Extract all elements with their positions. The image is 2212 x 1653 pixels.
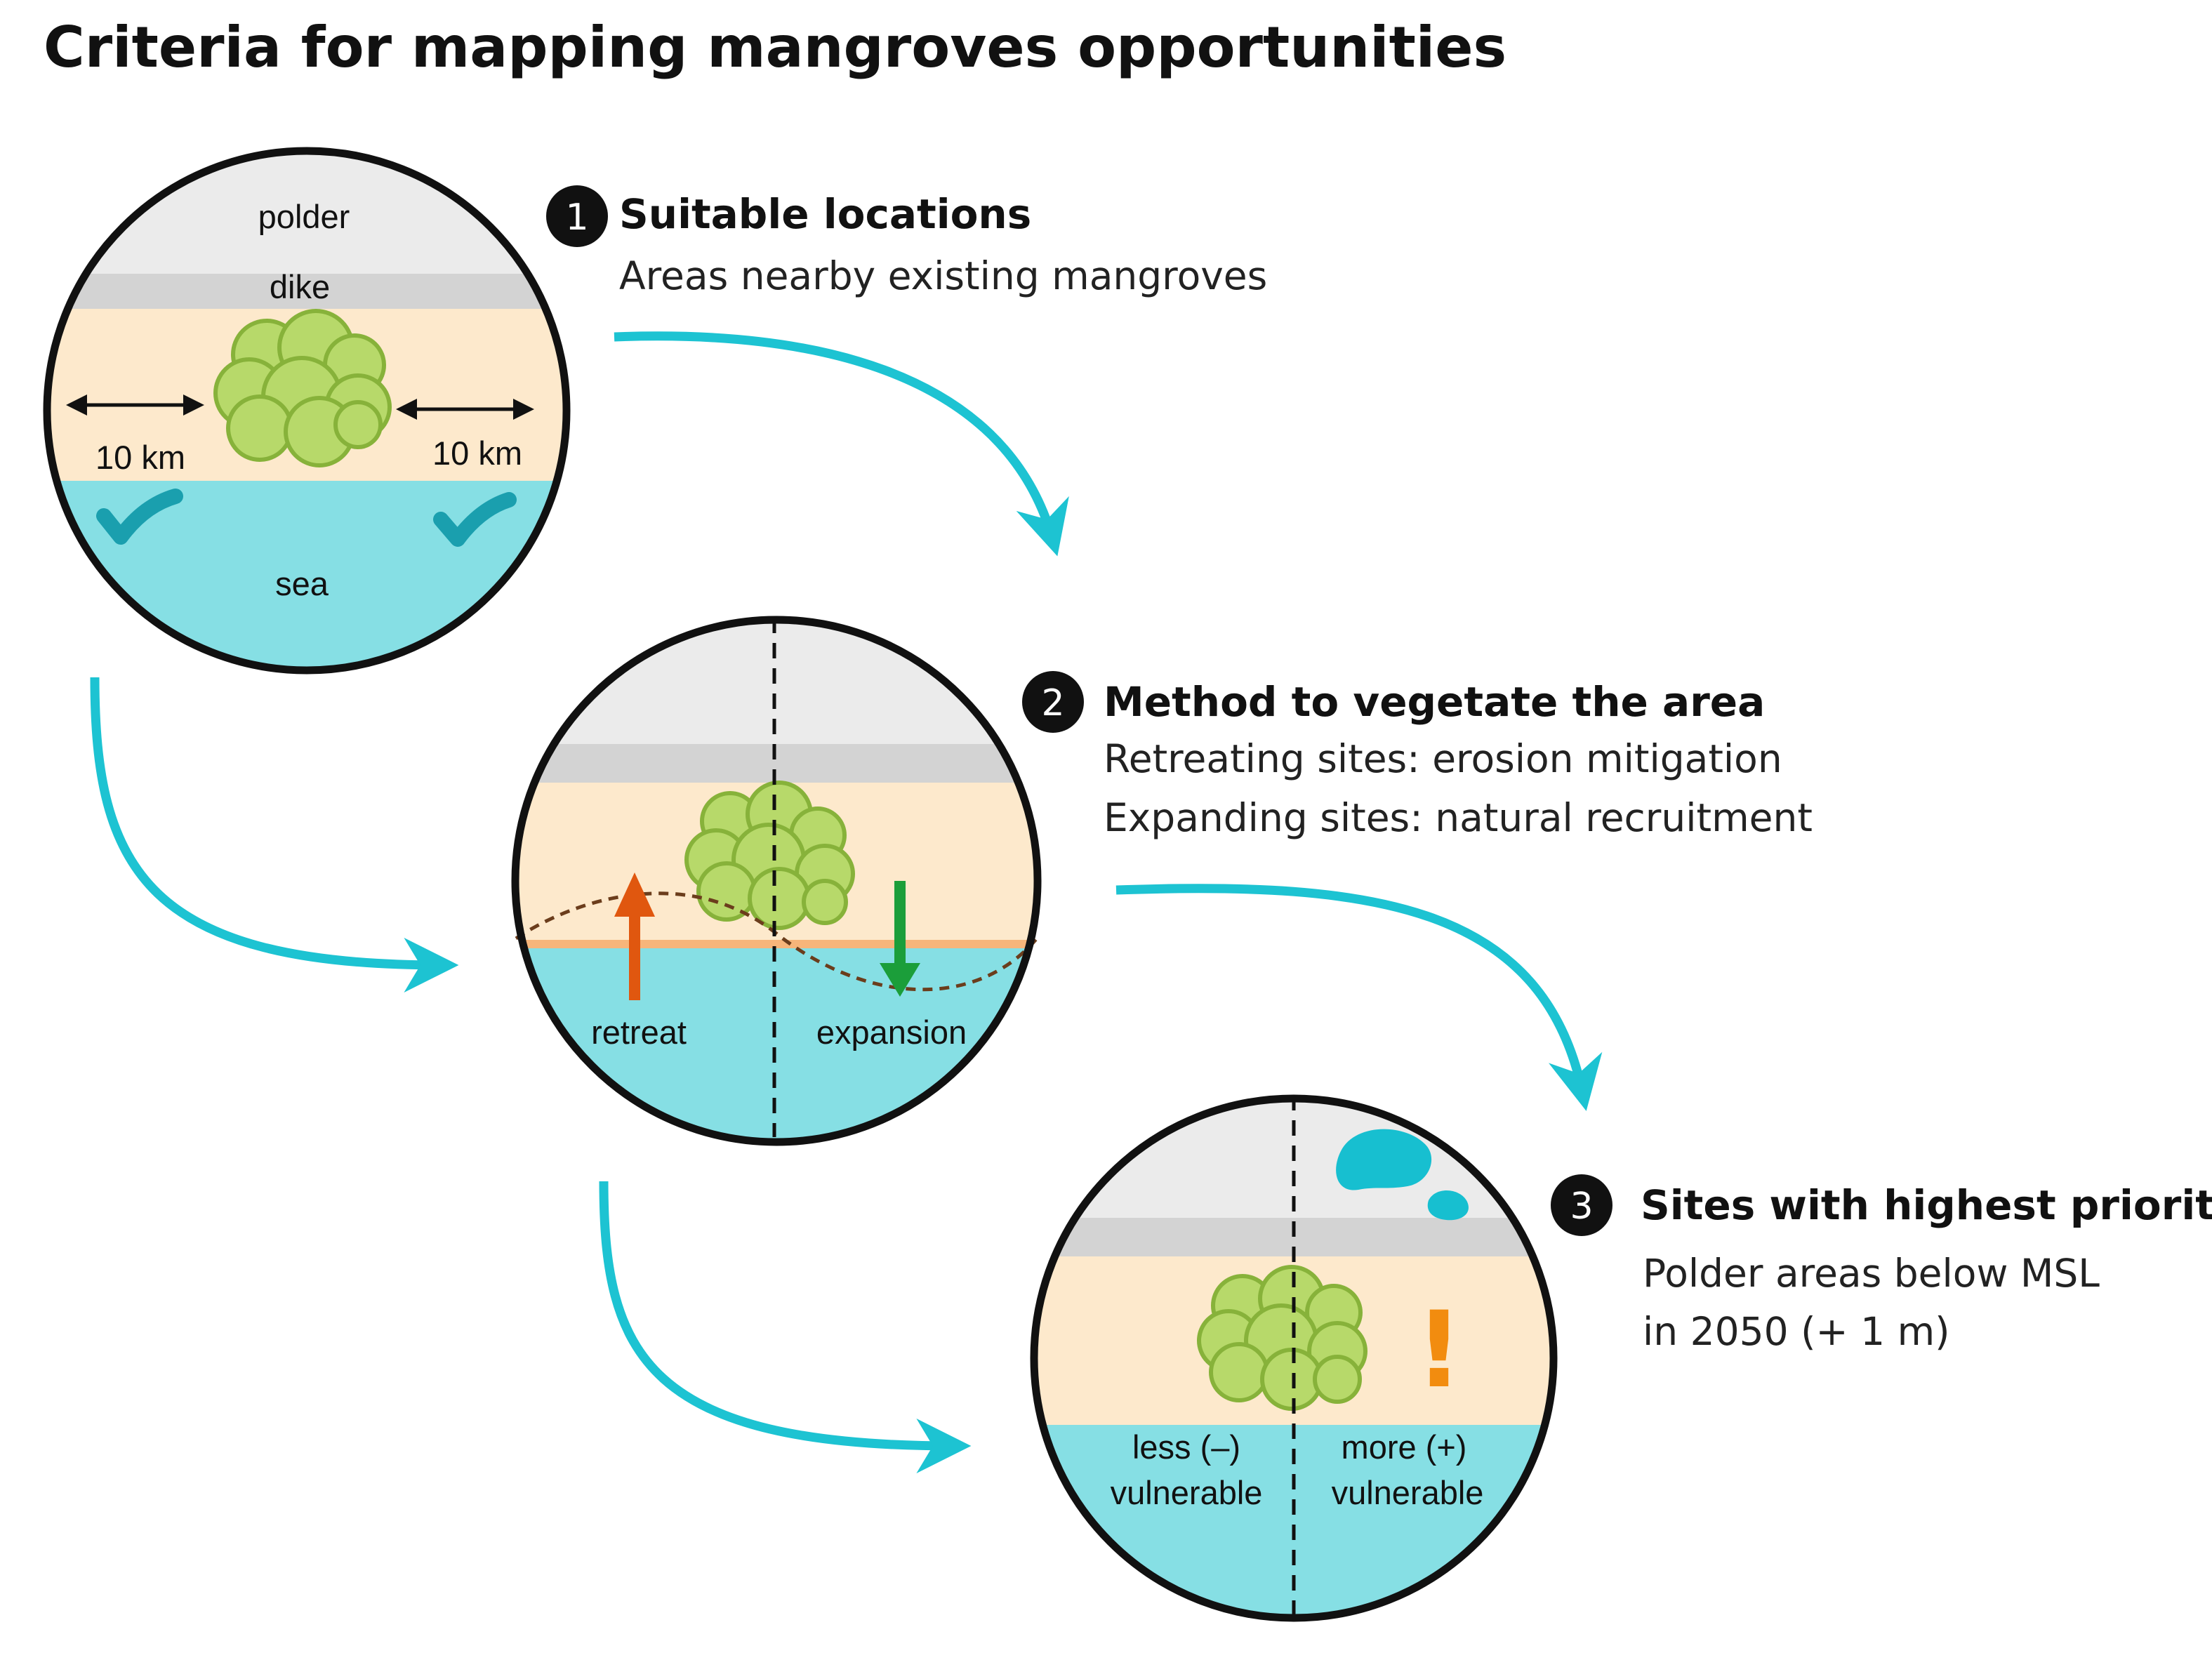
mangrove-icon [684,781,855,930]
more-vulnerable-line1: more (+) [1342,1428,1467,1466]
sea-label: sea [275,565,329,602]
less-vulnerable-line2: vulnerable [1111,1474,1263,1511]
step-3: 3 Sites with highest priority Polder are… [1551,1174,2212,1354]
flow-arrow-2-to-3-side [599,1181,972,1473]
step-number: 1 [565,197,588,239]
circle-highest-priority: ! less (–) vulnerable more (+) vulnerabl… [1030,1094,1558,1622]
checkmark-icon-right [433,492,517,547]
dike-label: dike [270,268,330,305]
distance-right-label: 10 km [432,434,522,472]
polder-label: polder [258,198,350,235]
shoreline [515,940,1038,948]
flow-arrow-1-to-2 [614,331,1069,557]
warning-icon: ! [1415,1289,1463,1412]
step-1: 1 Suitable locations Areas nearby existi… [546,185,1267,298]
step-badge [1551,1174,1612,1236]
step-heading: Sites with highest priority [1641,1181,2212,1229]
up-arrow-icon [614,872,655,1000]
step-badge [546,185,608,247]
mangrove-icon [1197,1265,1367,1411]
flow-arrow-1-to-2-side [90,677,459,993]
circle-suitable-locations: polder dike 10 km 10 km sea [43,147,571,675]
step-description: Areas nearby existing mangroves [619,253,1267,298]
circle-vegetation-method: retreat expansion [511,616,1042,1146]
mangrove-icon [213,309,392,467]
step-heading: Suitable locations [619,190,1031,238]
step-number: 2 [1041,682,1064,724]
step-heading: Method to vegetate the area [1104,678,1765,726]
less-vulnerable-line1: less (–) [1132,1428,1240,1466]
dike-band [47,274,567,309]
step-2: 2 Method to vegetate the area Retreating… [1022,671,1813,840]
step-badge [1022,671,1084,733]
step-description-line2: in 2050 (+ 1 m) [1643,1309,1950,1354]
flood-puddle-icon [1336,1129,1469,1221]
step-number: 3 [1570,1186,1593,1228]
shoreline-variation-curve [515,891,1038,992]
step-description-line1: Retreating sites: erosion mitigation [1104,736,1782,781]
flow-arrow-2-to-3 [1115,884,1603,1111]
distance-left-label: 10 km [95,439,185,476]
checkmark-icon-left [96,489,183,545]
expansion-label: expansion [816,1014,967,1051]
step-description-line1: Polder areas below MSL [1643,1251,2100,1296]
diagram-title: Criteria for mapping mangroves opportuni… [44,15,1506,80]
step-description-line2: Expanding sites: natural recruitment [1104,795,1813,840]
down-arrow-icon [880,881,920,997]
more-vulnerable-line2: vulnerable [1332,1474,1484,1511]
retreat-label: retreat [591,1014,687,1051]
flow-arrows [90,331,1603,1473]
